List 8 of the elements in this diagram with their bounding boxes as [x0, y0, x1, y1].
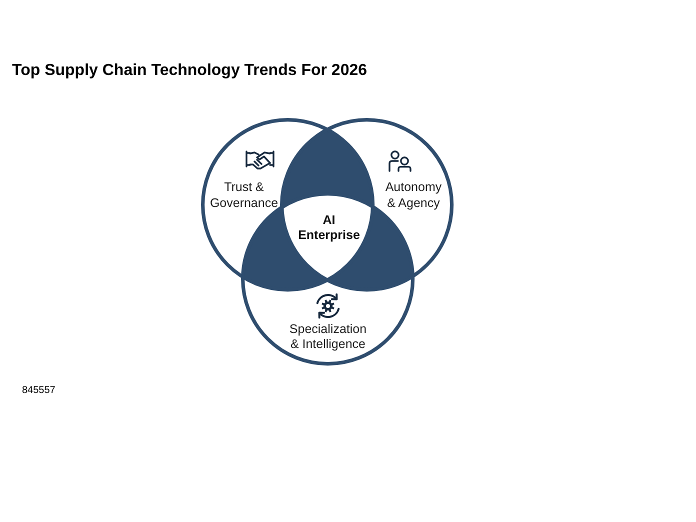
- venn-circle: [201, 118, 375, 292]
- venn-circle: [280, 118, 454, 292]
- category-label: Autonomy & Agency: [385, 178, 442, 211]
- center-label: AI Enterprise: [298, 212, 360, 242]
- category-label: Trust & Governance: [210, 178, 278, 211]
- reference-number: 845557: [22, 385, 56, 397]
- title: Top Supply Chain Technology Trends For 2026: [12, 62, 368, 80]
- category-label: Specialization & Intelligence: [289, 322, 367, 352]
